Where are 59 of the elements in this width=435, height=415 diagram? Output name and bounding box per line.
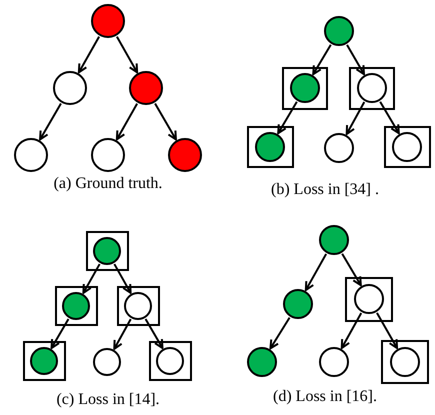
tree-node-circle	[283, 289, 313, 319]
tree-node-circle	[319, 347, 349, 377]
tree-node-circle	[324, 133, 354, 163]
arrow	[144, 318, 164, 350]
tree-node-circle	[93, 237, 121, 265]
arrow	[340, 312, 362, 350]
caption: (c) Loss in [14].	[56, 391, 160, 409]
arrow	[379, 101, 400, 134]
highlight-square	[345, 276, 393, 322]
caption: (b) Loss in [34] .	[271, 181, 379, 199]
highlight-square	[384, 126, 430, 168]
arrow	[39, 103, 62, 140]
arrow	[312, 44, 332, 76]
tree-node-circle	[319, 225, 349, 255]
arrow	[346, 102, 366, 135]
highlight-square	[381, 340, 429, 384]
highlight-square	[54, 286, 98, 326]
tree-node-circle	[129, 71, 163, 105]
arrow	[304, 253, 328, 292]
highlight-square	[282, 66, 328, 110]
tree-node-circle	[30, 347, 58, 375]
arrow	[154, 103, 177, 140]
tree-node-circle	[93, 348, 121, 376]
tree-node-circle	[168, 138, 202, 172]
arrow	[341, 253, 362, 286]
arrow	[116, 103, 138, 140]
highlight-square	[246, 126, 294, 168]
caption: (d) Loss in [16].	[273, 388, 377, 406]
tree-node-circle	[124, 292, 152, 320]
arrow	[114, 264, 132, 294]
tree-node-circle	[62, 292, 90, 320]
tree-node-circle	[255, 132, 285, 162]
arrow	[277, 101, 298, 134]
highlight-square	[22, 341, 66, 381]
highlight-square	[116, 286, 160, 326]
tree-node-circle	[290, 73, 320, 103]
arrow	[269, 317, 290, 350]
arrow	[116, 36, 138, 74]
tree-node-circle	[14, 138, 48, 172]
arrow	[113, 318, 132, 350]
tree-node-circle	[156, 347, 184, 375]
tree-node-circle	[91, 138, 125, 172]
arrow	[82, 264, 100, 294]
tree-node-circle	[392, 132, 422, 162]
caption: (a) Ground truth.	[54, 175, 162, 193]
arrow	[346, 44, 365, 76]
highlight-square	[349, 66, 395, 110]
tree-node-circle	[390, 347, 420, 377]
tree-node-circle	[357, 73, 387, 103]
tree-node-circle	[354, 284, 384, 314]
highlight-square	[86, 231, 128, 271]
tree-node-circle	[53, 71, 87, 105]
highlight-square	[148, 341, 192, 381]
tree-node-circle	[247, 347, 277, 377]
arrow	[376, 312, 398, 350]
tree-node-circle	[91, 4, 125, 38]
arrow	[50, 318, 70, 350]
tree-node-circle	[324, 16, 354, 46]
arrow	[78, 36, 100, 74]
